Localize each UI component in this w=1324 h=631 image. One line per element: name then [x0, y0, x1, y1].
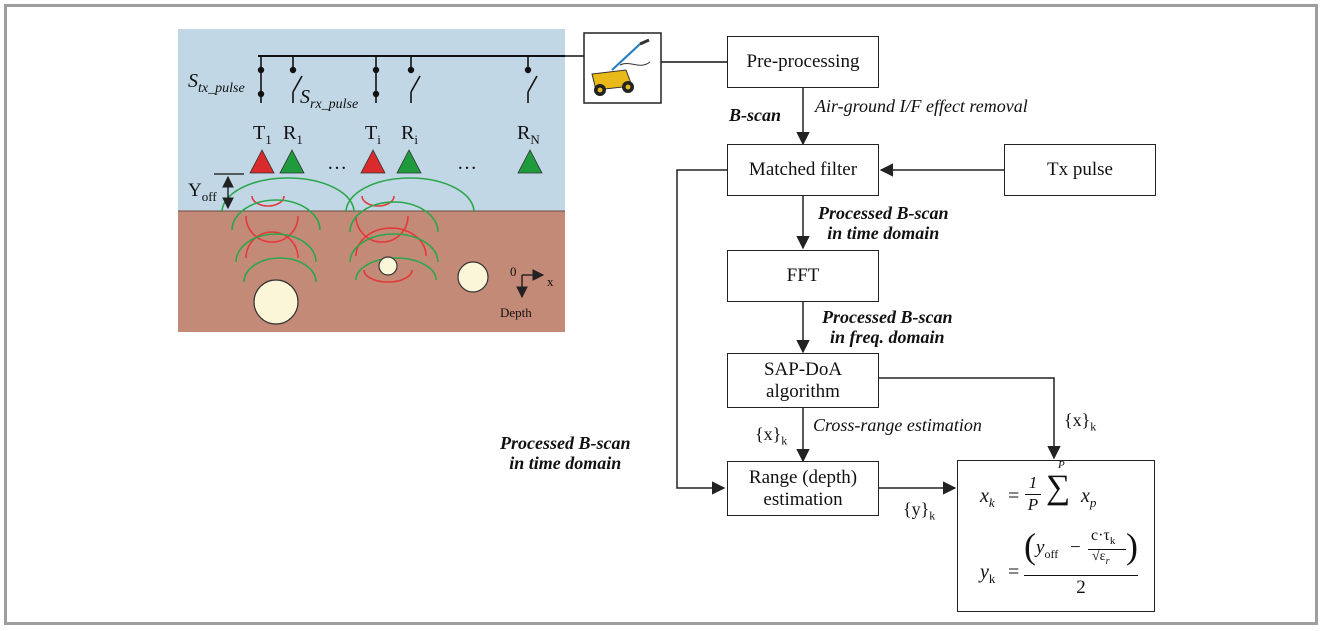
- sap-doa-label-1: SAP-DoA: [763, 358, 843, 380]
- tx-switch-1: [257, 56, 265, 103]
- processed-time-label: Processed B-scan in time domain: [818, 203, 949, 243]
- bscan-label: B-scan: [729, 105, 782, 125]
- formula-box: xk = 1 P P ∑ xp yk = ( yoff − c·τk √εr )…: [957, 459, 1155, 612]
- depth-axis: [516, 269, 545, 299]
- rx-switch-i: [407, 56, 421, 103]
- wave-red-4: [361, 195, 395, 207]
- wave-red-5: [355, 215, 409, 243]
- gpr-cart-icon: [583, 32, 662, 104]
- label-ti: Ti: [365, 122, 381, 147]
- label-rn: RN: [517, 122, 540, 147]
- label-t1: T1: [253, 122, 272, 147]
- range-estimation-box: Range (depth) estimation: [727, 461, 879, 516]
- yoff-term: yoff: [1036, 537, 1059, 561]
- antenna-r1: [279, 149, 305, 174]
- antenna-ri: [396, 149, 422, 174]
- denominator-two: 2: [1076, 577, 1086, 598]
- buried-object-medium: [457, 261, 489, 293]
- ellipsis-2: …: [457, 152, 477, 174]
- wave-green-6: [349, 201, 439, 233]
- s-tx-pulse-label: Stx_pulse: [188, 70, 245, 96]
- xk-equation-lhs: xk: [980, 485, 995, 510]
- buried-object-large: [253, 279, 299, 325]
- wave-green-7: [349, 233, 439, 263]
- sqrt-eps-term: √εr: [1092, 549, 1110, 567]
- sum-symbol: ∑: [1046, 469, 1071, 506]
- wave-fronts: [221, 177, 475, 283]
- arrow-sap-to-formula: [879, 377, 1061, 460]
- preprocessing-box: Pre-processing: [727, 36, 879, 88]
- sap-doa-label-2: algorithm: [766, 380, 840, 402]
- label-r1: R1: [283, 122, 303, 147]
- wave-green-3: [235, 233, 317, 263]
- tx-pulse-label: Tx pulse: [1047, 159, 1113, 181]
- cross-range-label: Cross-range estimation: [813, 415, 982, 435]
- wave-red-2: [245, 215, 299, 243]
- range-label-2: estimation: [763, 488, 843, 510]
- wave-red-7: [363, 269, 413, 283]
- sap-doa-box: SAP-DoA algorithm: [727, 353, 879, 408]
- rx-switch-1: [289, 56, 303, 103]
- preprocessing-label: Pre-processing: [746, 51, 860, 73]
- label-ri: Ri: [401, 122, 418, 147]
- gpr-scene: [178, 29, 565, 332]
- wave-green-8: [355, 257, 437, 281]
- ground-region: [178, 211, 565, 332]
- flow-connectors: [676, 88, 1061, 495]
- sky-region: [178, 29, 565, 211]
- inner-frac-bar: [1088, 549, 1126, 550]
- c-tau-term: c·τk: [1091, 527, 1116, 548]
- yoff-label: Yoff: [188, 180, 217, 204]
- fft-box: FFT: [727, 250, 879, 302]
- s-rx-pulse-label: Srx_pulse: [300, 86, 359, 112]
- wave-green-4: [243, 257, 317, 283]
- yk-equals: =: [1008, 561, 1020, 583]
- xk-right-label: {x}k: [1064, 410, 1097, 434]
- arrow-mf-to-range: [676, 169, 727, 495]
- matched-filter-label: Matched filter: [748, 159, 858, 181]
- tx-pulse-box: Tx pulse: [1004, 144, 1156, 196]
- xk-equals: =: [1008, 485, 1020, 507]
- s-tx-sub: tx_pulse: [198, 81, 245, 96]
- minus-sign: −: [1070, 537, 1081, 558]
- xk-frac-bar: [1025, 494, 1041, 495]
- xp-term: xp: [1081, 485, 1097, 510]
- ellipsis-1: …: [327, 152, 347, 174]
- matched-filter-box: Matched filter: [727, 144, 879, 196]
- fft-label: FFT: [786, 265, 820, 287]
- xk-frac-den: P: [1027, 495, 1039, 514]
- axis-depth-label: Depth: [500, 305, 532, 320]
- yoff-dimension: [214, 173, 244, 210]
- side-processed-label: Processed B-scan in time domain: [500, 433, 631, 473]
- buried-object-small: [378, 256, 398, 276]
- air-ground-label: Air-ground I/F effect removal: [815, 96, 1028, 116]
- wave-green-5: [345, 177, 475, 213]
- antenna-t1: [249, 149, 275, 174]
- yk-label: {y}k: [903, 499, 936, 523]
- antenna-rn: [517, 149, 543, 174]
- tx-switch-i: [372, 56, 380, 103]
- paren-left: (: [1024, 526, 1036, 566]
- rx-switch-n: [524, 56, 538, 103]
- antenna-ti: [360, 149, 386, 174]
- wave-green-2: [231, 199, 321, 231]
- xk-frac-num: 1: [1028, 473, 1038, 492]
- outer-frac-bar: [1024, 575, 1138, 576]
- wave-red-3: [245, 231, 299, 259]
- axis-x-label: x: [547, 274, 554, 289]
- sum-upper-limit: P: [1058, 459, 1065, 471]
- xk-left-label: {x}k: [755, 424, 788, 448]
- s-rx-sub: rx_pulse: [310, 97, 359, 112]
- yk-equation-lhs: yk: [980, 561, 996, 586]
- axis-origin-label: 0: [510, 264, 517, 279]
- range-label-1: Range (depth): [748, 466, 858, 488]
- paren-right: ): [1126, 526, 1138, 566]
- processed-freq-label: Processed B-scan in freq. domain: [822, 307, 953, 347]
